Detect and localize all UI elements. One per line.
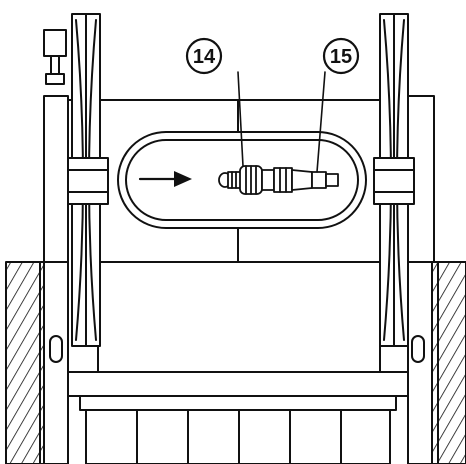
crank-base	[45, 73, 65, 85]
left-track	[5, 261, 45, 464]
crank-knob	[43, 29, 67, 57]
bottom-compartments	[85, 409, 391, 464]
bottom-crossbar	[67, 371, 409, 397]
callout-14: 14	[185, 37, 223, 75]
right-slot	[411, 335, 425, 363]
right-hub	[373, 157, 415, 205]
callout-15: 15	[322, 37, 360, 75]
callout-label-14: 14	[193, 46, 216, 68]
crank-handle	[43, 29, 67, 85]
right-track	[431, 261, 466, 464]
arrow-right-icon	[138, 171, 192, 187]
callout-leaders	[237, 71, 326, 173]
leader-14	[237, 71, 244, 167]
callout-label-15: 15	[330, 46, 352, 68]
left-hub	[67, 157, 109, 205]
left-reel-flange	[71, 13, 101, 347]
leader-15	[316, 71, 326, 173]
bottom-rail	[79, 395, 397, 411]
left-slot	[49, 335, 63, 363]
hose-connector	[261, 167, 339, 193]
